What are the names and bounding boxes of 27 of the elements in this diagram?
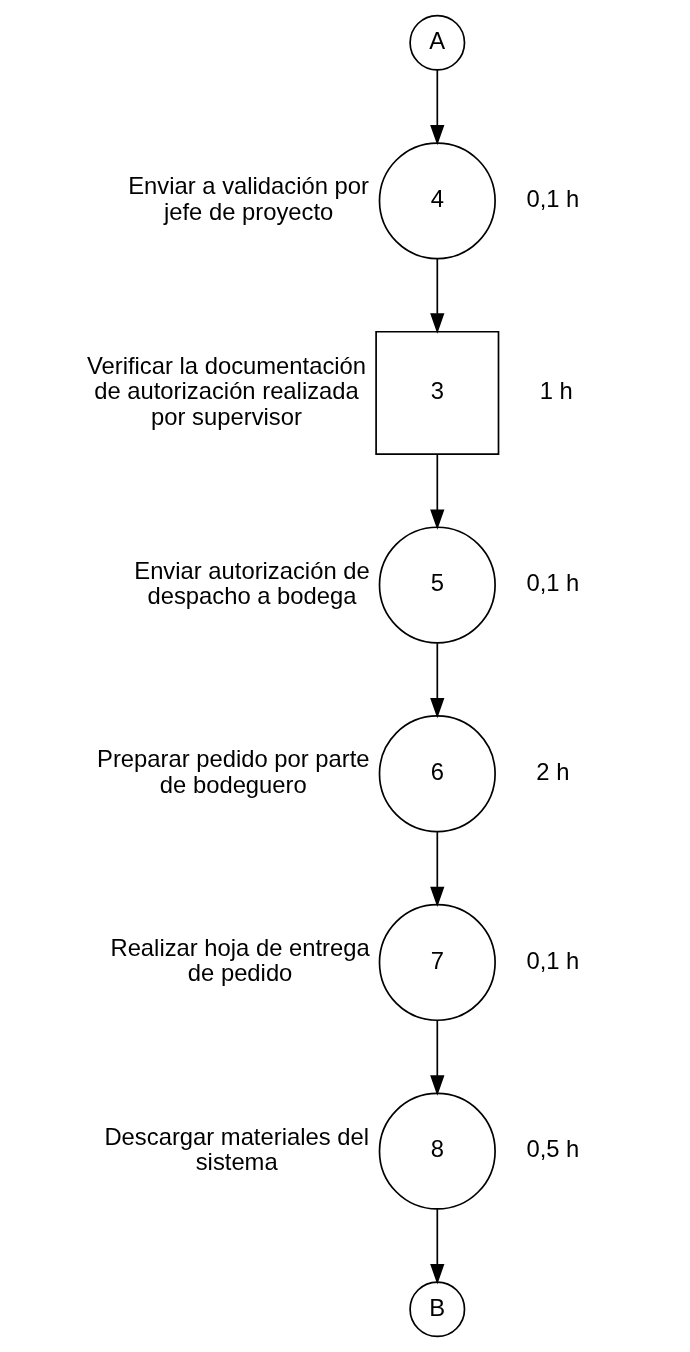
node-circle: 4: [378, 142, 496, 260]
arrow: [429, 69, 444, 146]
node-label: 0,1 h: [525, 946, 579, 974]
node-circle: A: [408, 14, 465, 71]
node-label: 2 h: [535, 758, 569, 786]
node-circle: 5: [378, 526, 496, 644]
arrow: [429, 1208, 444, 1285]
arrow: [429, 1019, 444, 1096]
node-circle: 8: [378, 1092, 496, 1210]
node-label: Preparar pedido por parte de bodeguero: [96, 745, 370, 798]
arrow: [429, 831, 444, 908]
arrow: [429, 453, 444, 530]
node-label: 0,5 h: [525, 1135, 579, 1163]
node-label: 1 h: [539, 377, 573, 405]
node-label: Enviar a validación por jefe de proyecto: [127, 172, 369, 225]
node-label: 0,1 h: [525, 569, 579, 597]
node-circle: 6: [378, 715, 496, 833]
node-label: Realizar hoja de entrega de pedido: [109, 933, 370, 987]
node-label: Enviar autorización de despacho a bodega: [133, 556, 370, 610]
node-box: 3: [374, 330, 499, 455]
arrow: [429, 257, 444, 334]
arrow: [429, 642, 444, 719]
node-circle: B: [408, 1281, 465, 1338]
node-label: 0,1 h: [525, 185, 579, 213]
node-circle: 7: [378, 903, 496, 1022]
node-label: Descargar materiales del sistema: [103, 1122, 369, 1176]
node-label: Verificar la documentación de autorización realizada por supervisor: [86, 351, 366, 430]
